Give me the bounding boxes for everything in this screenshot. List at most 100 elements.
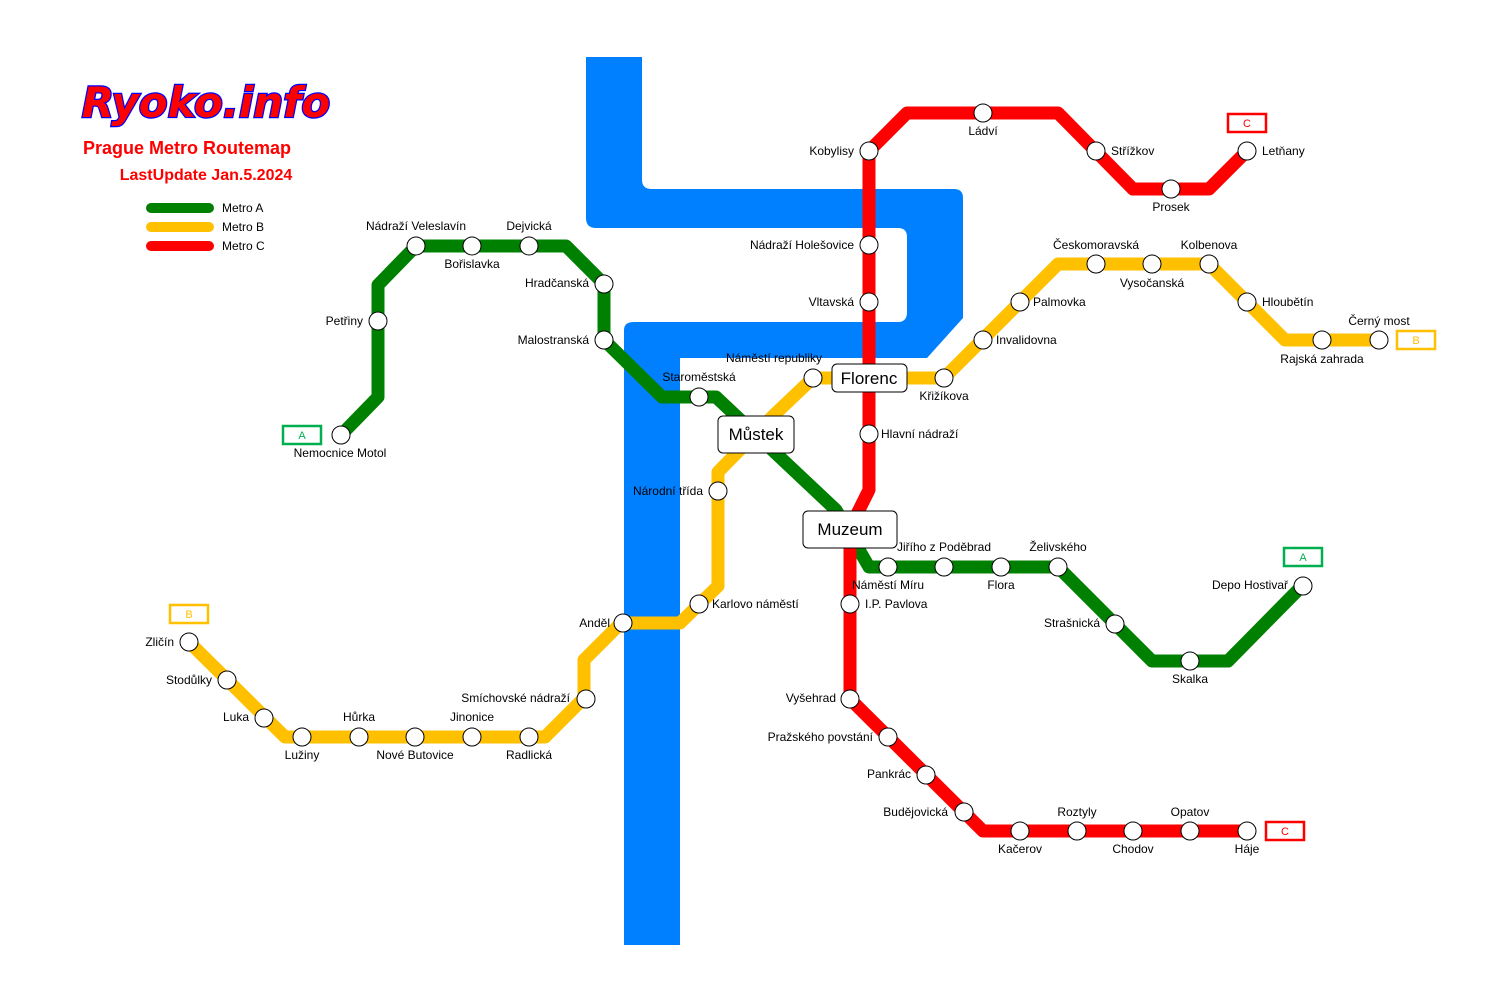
terminal-b-east: B — [1395, 329, 1437, 351]
station-andel[interactable] — [613, 613, 633, 633]
station-opatov[interactable] — [1180, 821, 1200, 841]
station-narodni-trida[interactable] — [708, 481, 728, 501]
label-letnany: Letňany — [1262, 144, 1305, 158]
station-palmovka[interactable] — [1010, 292, 1030, 312]
station-malostranska[interactable] — [594, 330, 614, 350]
header: Ryoko.info Prague Metro Routemap LastUpd… — [80, 77, 331, 184]
station-hloubetin[interactable] — [1237, 292, 1257, 312]
station-nove-butovice[interactable] — [405, 727, 425, 747]
label-kacerov: Kačerov — [998, 842, 1042, 856]
label-smichovske-nadrazi: Smíchovské nádraží — [461, 691, 570, 705]
terminal-c-south: C — [1264, 820, 1306, 842]
station-nadrazi-holesovice[interactable] — [859, 235, 879, 255]
station-ceskomoravska[interactable] — [1086, 254, 1106, 274]
transfer-hubs: Florenc Můstek Muzeum — [717, 363, 908, 549]
station-flora[interactable] — [934, 557, 954, 577]
station-kacerov[interactable] — [1010, 821, 1030, 841]
label-nadrazi-veleslavin: Nádraží Veleslavín — [366, 219, 466, 233]
label-kolbenova: Kolbenova — [1181, 238, 1238, 252]
label-zlicin: Zličín — [145, 635, 174, 649]
station-ladvi[interactable] — [973, 103, 993, 123]
station-vysehrad[interactable] — [840, 689, 860, 709]
station-vltavska[interactable] — [859, 292, 879, 312]
legend-label-a: Metro A — [222, 201, 263, 215]
station-stodulky[interactable] — [217, 670, 237, 690]
label-hloubetin: Hloubětín — [1262, 295, 1313, 309]
station-krizikova[interactable] — [934, 368, 954, 388]
label-stodulky: Stodůlky — [166, 673, 212, 687]
station-luziny[interactable] — [292, 727, 312, 747]
station-kolbenova[interactable] — [1199, 254, 1219, 274]
hub-florenc[interactable]: Florenc — [831, 363, 908, 393]
station-luka[interactable] — [254, 708, 274, 728]
station-labels: Nemocnice Motol Petřiny Nádraží Veleslav… — [145, 124, 1410, 856]
label-ceskomoravska: Českomoravská — [1053, 237, 1139, 252]
station-budejovicka[interactable] — [954, 802, 974, 822]
station-invalidovna[interactable] — [973, 330, 993, 350]
terminal-b-west: B — [168, 603, 210, 625]
station-karlovo-namesti[interactable] — [689, 594, 709, 614]
terminal-a-east: A — [1282, 546, 1324, 568]
station-pankrac[interactable] — [916, 765, 936, 785]
label-prosek: Prosek — [1152, 200, 1190, 214]
label-nadrazi-holesovice: Nádraží Holešovice — [750, 238, 854, 252]
svg-text:B: B — [185, 609, 192, 621]
legend-label-b: Metro B — [222, 220, 264, 234]
station-zlicin[interactable] — [179, 632, 199, 652]
label-staromestska: Staroměstská — [662, 370, 736, 384]
station-depo-hostivar[interactable] — [1293, 576, 1313, 596]
station-cerny-most[interactable] — [1369, 330, 1389, 350]
station-roztyly[interactable] — [1067, 821, 1087, 841]
station-radlicka[interactable] — [519, 727, 539, 747]
station-jinonice[interactable] — [462, 727, 482, 747]
brand-logo: Ryoko.info — [82, 78, 331, 127]
label-ladvi: Ládví — [968, 124, 998, 138]
station-prosek[interactable] — [1161, 179, 1181, 199]
station-strizkov[interactable] — [1086, 141, 1106, 161]
terminal-c-north: C — [1226, 112, 1268, 134]
map-title: Prague Metro Routemap — [83, 138, 291, 158]
station-staromestska[interactable] — [689, 387, 709, 407]
station-zelivskeho-2[interactable] — [1048, 557, 1068, 577]
svg-text:A: A — [1299, 552, 1307, 564]
label-zelivskeho: Želivského — [1029, 539, 1087, 554]
station-skalka[interactable] — [1180, 651, 1200, 671]
station-kobylisy[interactable] — [859, 141, 879, 161]
svg-text:A: A — [298, 430, 306, 442]
station-hradcanska[interactable] — [594, 274, 614, 294]
station-letnany[interactable] — [1237, 141, 1257, 161]
station-nemocnice-motol[interactable] — [331, 425, 351, 445]
label-hurka: Hůrka — [343, 710, 375, 724]
svg-text:B: B — [1412, 335, 1419, 347]
station-strasnicka[interactable] — [1105, 614, 1125, 634]
label-namesti-miru: Náměstí Míru — [852, 578, 924, 592]
station-jiriho-z-podebrad[interactable] — [878, 557, 898, 577]
svg-text:Muzeum: Muzeum — [817, 520, 882, 539]
legend: Metro A Metro B Metro C — [146, 201, 265, 253]
hub-mustek[interactable]: Můstek — [717, 415, 795, 454]
label-palmovka: Palmovka — [1033, 295, 1086, 309]
label-petriny: Petřiny — [326, 314, 363, 328]
label-luka: Luka — [223, 710, 249, 724]
station-haje[interactable] — [1237, 821, 1257, 841]
station-hlavni-nadrazi[interactable] — [859, 424, 879, 444]
station-chodov[interactable] — [1123, 821, 1143, 841]
hub-muzeum[interactable]: Muzeum — [802, 510, 898, 549]
station-borislavka[interactable] — [462, 236, 482, 256]
label-andel: Anděl — [579, 616, 610, 630]
terminal-markers: A A B B C C — [168, 112, 1437, 842]
station-hurka[interactable] — [349, 727, 369, 747]
station-zelivskeho[interactable] — [991, 557, 1011, 577]
station-ip-pavlova[interactable] — [840, 594, 860, 614]
label-dejvicka: Dejvická — [506, 219, 552, 233]
station-vysocanska[interactable] — [1142, 254, 1162, 274]
station-dejvicka[interactable] — [519, 236, 539, 256]
station-prazskeho-povstani[interactable] — [878, 727, 898, 747]
station-petriny[interactable] — [368, 311, 388, 331]
station-namesti-republiky[interactable] — [803, 368, 823, 388]
station-rajska-zahrada[interactable] — [1312, 330, 1332, 350]
label-invalidovna: Invalidovna — [996, 333, 1057, 347]
station-nadrazi-veleslavin[interactable] — [406, 236, 426, 256]
station-smichovske-nadrazi[interactable] — [576, 689, 596, 709]
